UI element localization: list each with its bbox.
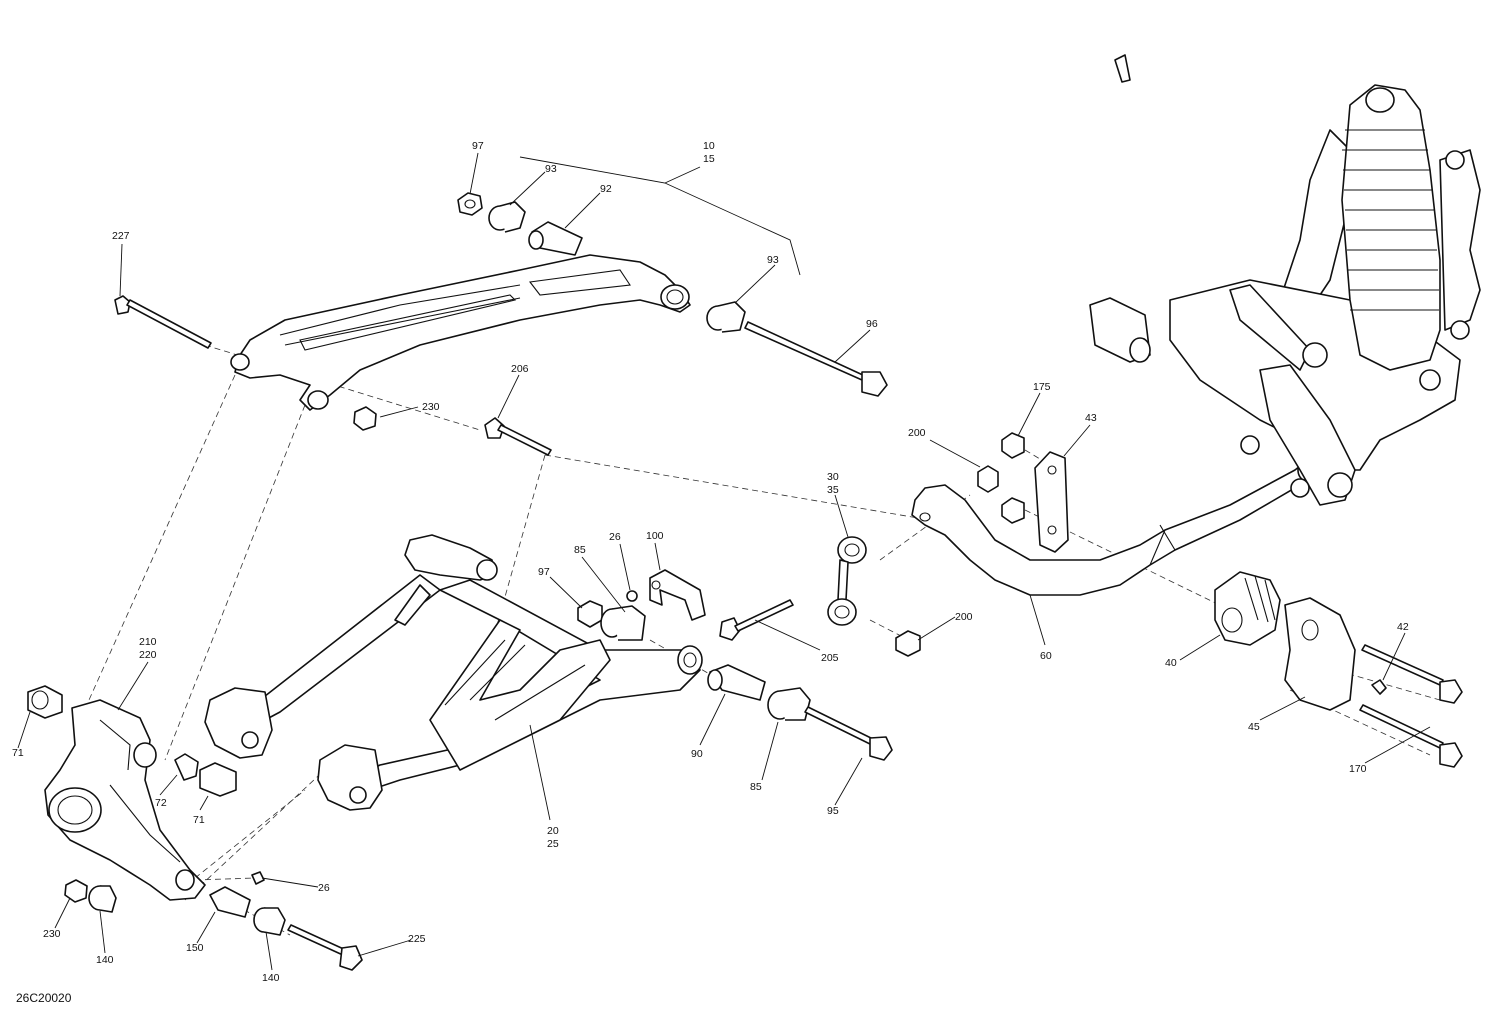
callout-90: 90 xyxy=(691,748,703,760)
callout-93: 93 xyxy=(767,254,779,266)
callout-26: 26 xyxy=(318,882,330,894)
callout-10: 10 xyxy=(703,140,715,152)
callout-200: 200 xyxy=(908,427,926,439)
callout-25: 25 xyxy=(547,838,559,850)
callout-95: 95 xyxy=(827,805,839,817)
callout-140: 140 xyxy=(96,954,114,966)
callout-85: 85 xyxy=(574,544,586,556)
callout-15: 15 xyxy=(703,153,715,165)
callout-225: 225 xyxy=(408,933,426,945)
knuckle-hardware xyxy=(27,685,363,971)
callout-26: 26 xyxy=(609,531,621,543)
callout-227: 227 xyxy=(112,230,130,242)
callout-140: 140 xyxy=(262,972,280,984)
knuckle xyxy=(44,699,206,901)
upper-arm-hardware xyxy=(114,192,888,456)
callout-93: 93 xyxy=(545,163,557,175)
shock-frame-assembly xyxy=(1089,54,1481,506)
callout-175: 175 xyxy=(1033,381,1051,393)
callout-230: 230 xyxy=(422,401,440,413)
callout-71: 71 xyxy=(193,814,205,826)
callout-20: 20 xyxy=(547,825,559,837)
callout-71: 71 xyxy=(12,747,24,759)
assembly-lines xyxy=(79,344,1441,936)
callout-200: 200 xyxy=(955,611,973,623)
lower-arm-hardware xyxy=(577,569,893,761)
leader-lines xyxy=(17,152,1431,971)
callout-43: 43 xyxy=(1085,412,1097,424)
callout-220: 220 xyxy=(139,649,157,661)
drawing-id: 26C20020 xyxy=(16,991,72,1005)
sway-bar-bushing-clamp xyxy=(1214,571,1463,768)
callout-92: 92 xyxy=(600,183,612,195)
callout-60: 60 xyxy=(1040,650,1052,662)
callout-85: 85 xyxy=(750,781,762,793)
callout-30: 30 xyxy=(827,471,839,483)
callout-150: 150 xyxy=(186,942,204,954)
callout-230: 230 xyxy=(43,928,61,940)
callout-96: 96 xyxy=(866,318,878,330)
lower-a-arm xyxy=(204,534,703,811)
callout-labels: 97 93 92 10 15 227 93 96 230 206 175 43 … xyxy=(12,140,1409,984)
sway-bar-mount-hardware xyxy=(977,432,1069,553)
sway-bar-link xyxy=(719,536,921,657)
callout-45: 45 xyxy=(1248,721,1260,733)
callout-210: 210 xyxy=(139,636,157,648)
callout-42: 42 xyxy=(1397,621,1409,633)
upper-a-arm xyxy=(230,254,691,411)
callout-97: 97 xyxy=(538,566,550,578)
callout-35: 35 xyxy=(827,484,839,496)
callout-100: 100 xyxy=(646,530,664,542)
callout-205: 205 xyxy=(821,652,839,664)
callout-40: 40 xyxy=(1165,657,1177,669)
callout-72: 72 xyxy=(155,797,167,809)
callout-170: 170 xyxy=(1349,763,1367,775)
callout-206: 206 xyxy=(511,363,529,375)
callout-97: 97 xyxy=(472,140,484,152)
